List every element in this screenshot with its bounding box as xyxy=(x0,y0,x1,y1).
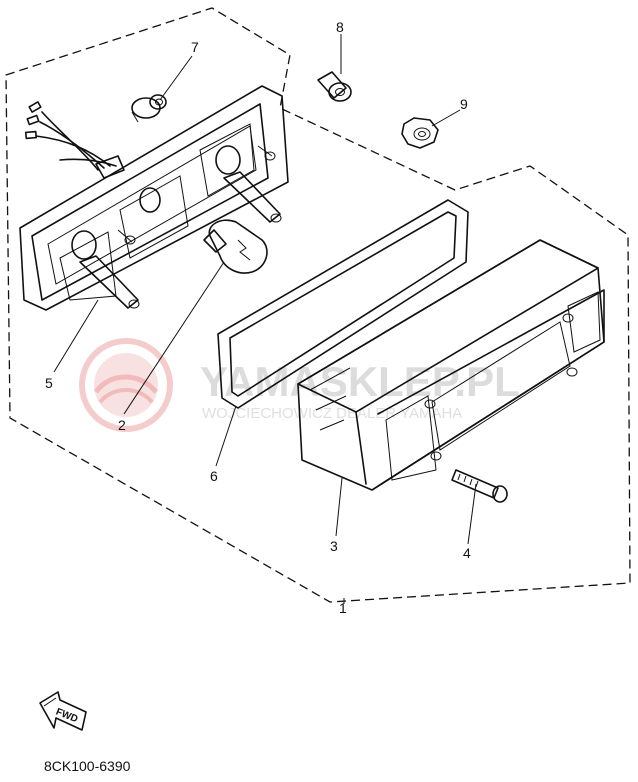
callout-8: 8 xyxy=(336,19,344,35)
callout-7: 7 xyxy=(191,39,199,55)
lamp-housing-part xyxy=(19,85,289,311)
callout-1: 1 xyxy=(339,600,347,616)
watermark: YAMASKLEP.PL WOJCIECHOWICZ DEALER YAMAHA xyxy=(79,338,520,432)
lens-part xyxy=(297,239,605,491)
collar-part xyxy=(317,71,352,102)
assembly-boundary xyxy=(5,7,631,603)
callout-2: 2 xyxy=(118,417,126,433)
forward-arrow-icon: FWD xyxy=(39,691,87,731)
watermark-tagline: WOJCIECHOWICZ DEALER YAMAHA xyxy=(202,405,462,422)
gasket-part xyxy=(217,199,469,409)
callout-9: 9 xyxy=(460,96,468,112)
callout-5: 5 xyxy=(45,375,53,391)
bulb-part xyxy=(203,219,268,274)
nut-part xyxy=(401,117,439,149)
watermark-logo xyxy=(79,338,173,432)
callout-4: 4 xyxy=(463,545,471,561)
callout-6: 6 xyxy=(210,468,218,484)
leader-lines xyxy=(53,34,477,604)
watermark-brand: YAMASKLEP.PL xyxy=(200,358,520,405)
callout-3: 3 xyxy=(330,538,338,554)
grommet-part xyxy=(131,94,167,123)
diagram-code: 8CK100-6390 xyxy=(44,758,131,774)
screw-part xyxy=(451,469,508,503)
